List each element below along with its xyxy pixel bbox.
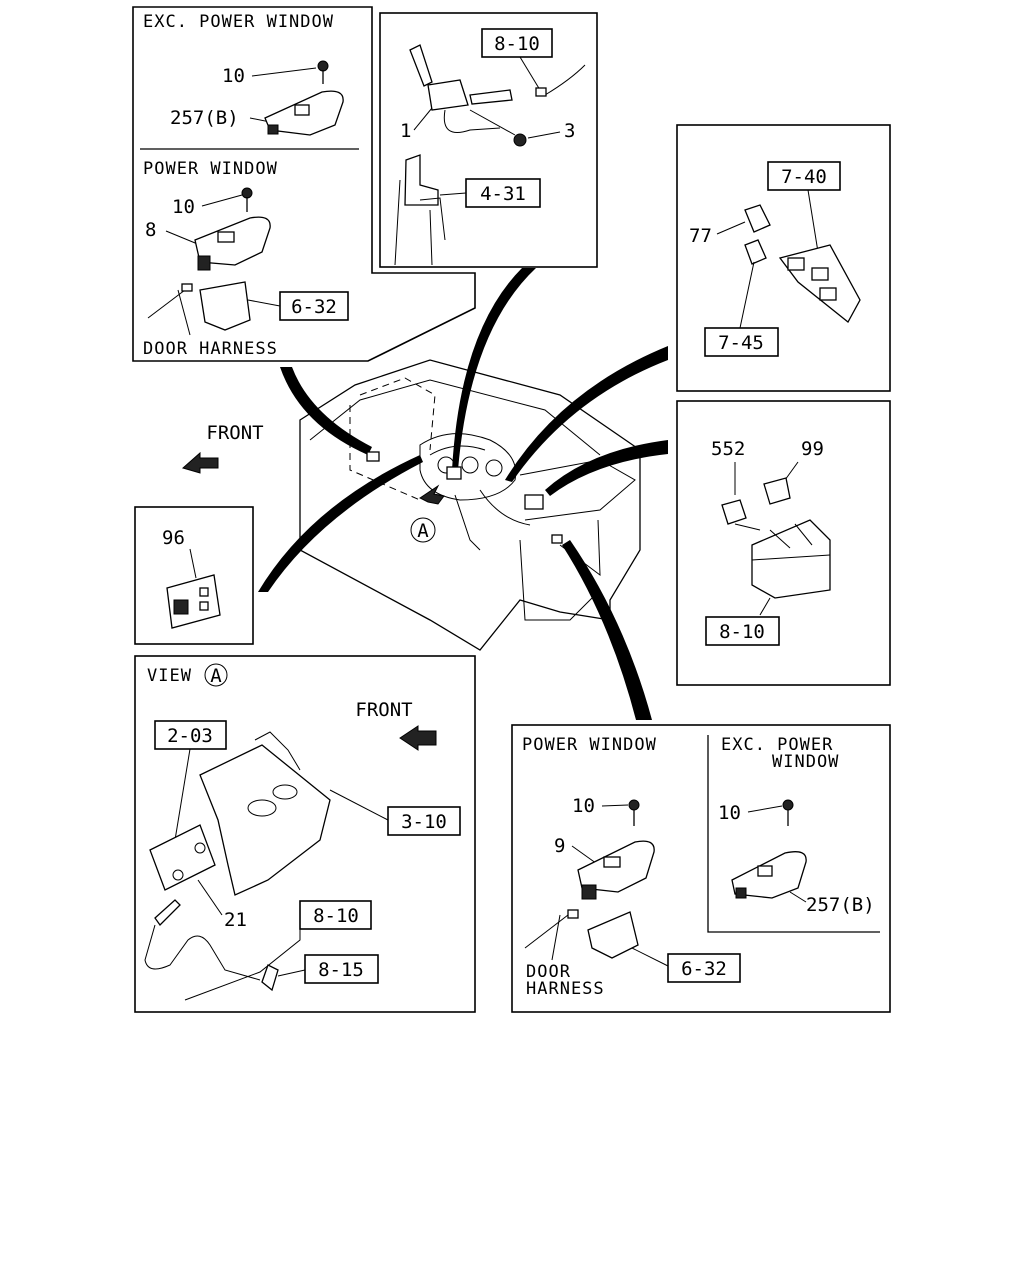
ref-96: 96 [162, 527, 185, 549]
view-marker-a: A [417, 520, 429, 542]
instrument-panel-illustration: A FRONT [181, 359, 641, 651]
ref-10-lower-exc: 10 [718, 802, 741, 824]
band-right-middle [545, 440, 668, 496]
band-top-center [452, 268, 536, 470]
ref-10-lower: 10 [172, 196, 195, 218]
ref-box-8-10-relay: 8-10 [719, 621, 765, 643]
power-window-label-lower: POWER WINDOW [522, 735, 657, 755]
ref-10-upper: 10 [222, 65, 245, 87]
ref-box-8-10-view: 8-10 [313, 905, 359, 927]
ref-box-6-32-lower: 6-32 [681, 958, 727, 980]
view-a-front-label: FRONT [355, 699, 412, 721]
exc-power-label-line1: EXC. POWER [721, 735, 833, 755]
exc-power-window-label: EXC. POWER WINDOW [143, 12, 334, 32]
ref-9: 9 [554, 835, 565, 857]
panel-combination-switch: 8-10 1 3 4-31 [379, 12, 598, 268]
band-right-upper [505, 346, 668, 482]
ref-box-3-10: 3-10 [401, 811, 447, 833]
panel-door-switch-upper: EXC. POWER WINDOW POWER WINDOW DOOR HARN… [132, 6, 476, 362]
ref-10-lower-pw: 10 [572, 795, 595, 817]
view-a-title: VIEW [147, 666, 192, 686]
ref-box-7-40: 7-40 [781, 166, 827, 188]
ref-99: 99 [801, 438, 824, 460]
ref-box-2-03: 2-03 [167, 725, 213, 747]
band-bottom [562, 540, 652, 720]
power-window-label: POWER WINDOW [143, 159, 278, 179]
ref-257b-upper: 257(B) [170, 107, 239, 129]
front-label: FRONT [206, 422, 263, 444]
door-label-line2: HARNESS [526, 979, 605, 999]
band-left [258, 455, 423, 592]
ref-box-8-15: 8-15 [318, 959, 364, 981]
connector-bands [258, 268, 668, 720]
ref-box-7-45: 7-45 [718, 332, 764, 354]
view-a-marker: A [210, 665, 222, 687]
ref-257b-lower: 257(B) [806, 894, 875, 916]
panel-switch-96: 96 [134, 506, 254, 645]
ref-box-4-31: 4-31 [480, 183, 526, 205]
front-arrow-icon [181, 451, 219, 474]
ref-3: 3 [564, 120, 575, 142]
panel-view-a: VIEW A FRONT 2-03 3-10 21 8-10 8-15 [134, 655, 476, 1013]
ref-box-6-32-upper: 6-32 [291, 296, 337, 318]
band-top-left [280, 367, 372, 455]
ref-21: 21 [224, 909, 247, 931]
ref-8: 8 [145, 219, 156, 241]
panel-door-switch-lower: POWER WINDOW EXC. POWER WINDOW 10 9 DOOR… [511, 724, 891, 1013]
view-a-front-arrow-icon [399, 725, 437, 751]
ref-box-8-10-top: 8-10 [494, 33, 540, 55]
exc-power-label-line2: WINDOW [772, 752, 839, 772]
ref-1: 1 [400, 120, 411, 142]
ref-77: 77 [689, 225, 712, 247]
panel-fuse-block-top: 7-40 77 7-45 [676, 124, 891, 392]
door-label-line1: DOOR [526, 962, 571, 982]
door-harness-label: DOOR HARNESS [143, 339, 278, 359]
panel-relay-block: 552 99 8-10 [676, 400, 891, 686]
ref-552: 552 [711, 438, 745, 460]
